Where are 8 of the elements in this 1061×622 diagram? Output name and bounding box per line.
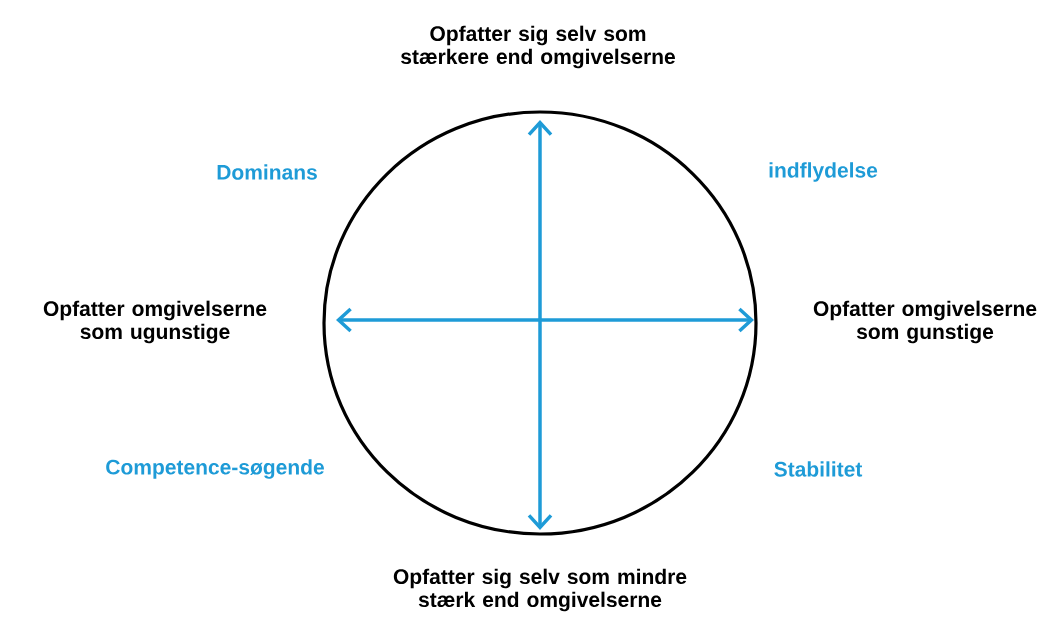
axis-label: Opfatter sig selv som mindre stærk end omgivelserne [393,568,687,612]
axis-label: Opfatter sig selv som stærkere end omgivelserne [401,25,675,69]
category-label: Competence-søgende [106,459,324,479]
category-label: Stabilitet [774,461,863,477]
axis-label: Opfatter omgivelserne som ugunstige [43,300,267,344]
category-label: indflydelse [769,162,878,182]
category-label: Dominans [217,164,317,180]
axis-label: Opfatter omgivelserne som gunstige [813,300,1037,344]
